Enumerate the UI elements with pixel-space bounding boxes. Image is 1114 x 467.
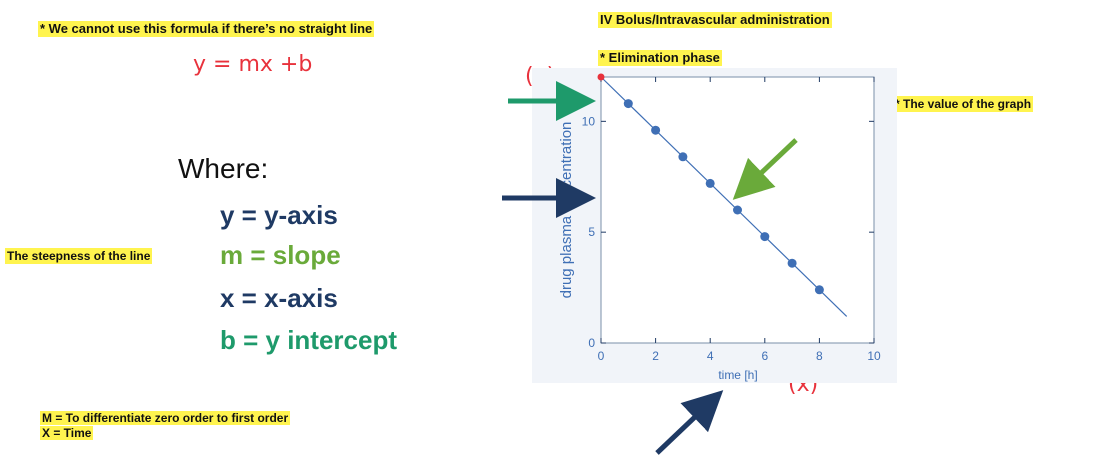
x-tick-label: 4 <box>707 349 714 363</box>
data-point <box>651 125 661 135</box>
x-tick-label: 6 <box>761 349 768 363</box>
where-heading: Where: <box>178 153 269 184</box>
x-note: X = Time <box>40 426 94 440</box>
graph-value-note: * The value of the graph <box>893 96 1034 112</box>
steepness-note: The steepness of the line <box>5 248 153 264</box>
x-tick-label: 10 <box>867 349 881 363</box>
m-definition: m = slope <box>220 240 341 270</box>
fit-line <box>600 76 848 317</box>
data-point <box>787 258 797 268</box>
b-definition: b = y intercept <box>220 325 397 355</box>
elimination-phase-note: * Elimination phase <box>598 50 722 66</box>
x-definition: x = x-axis <box>220 283 338 313</box>
y-intercept-point <box>597 73 605 81</box>
data-point <box>760 232 770 242</box>
y-tick-label: 10 <box>582 114 596 128</box>
y-definition: y = y-axis <box>220 200 338 230</box>
formula-condition-note: * We cannot use this formula if there’s … <box>38 21 375 37</box>
x-tick-label: 8 <box>816 349 823 363</box>
y-tick-label: 0 <box>588 336 595 350</box>
x-axis-label: time [h] <box>718 368 757 382</box>
navy-arrow-to-x-axis <box>655 390 724 455</box>
data-point <box>814 285 824 295</box>
x-tick-label: 2 <box>652 349 659 363</box>
data-point <box>623 99 633 109</box>
y-axis-label: drug plasma concentration <box>558 122 575 299</box>
lime-arrow-to-slope <box>732 138 798 200</box>
m-note: M = To differentiate zero order to first… <box>40 411 291 425</box>
x-tick-label: 0 <box>598 349 605 363</box>
data-point <box>705 178 715 188</box>
iv-bolus-title: IV Bolus/Intravascular administration <box>598 12 832 28</box>
y-tick-label: 5 <box>588 225 595 239</box>
data-point <box>733 205 742 215</box>
handwritten-formula: y = mx +b <box>193 52 313 77</box>
data-point <box>678 152 688 162</box>
